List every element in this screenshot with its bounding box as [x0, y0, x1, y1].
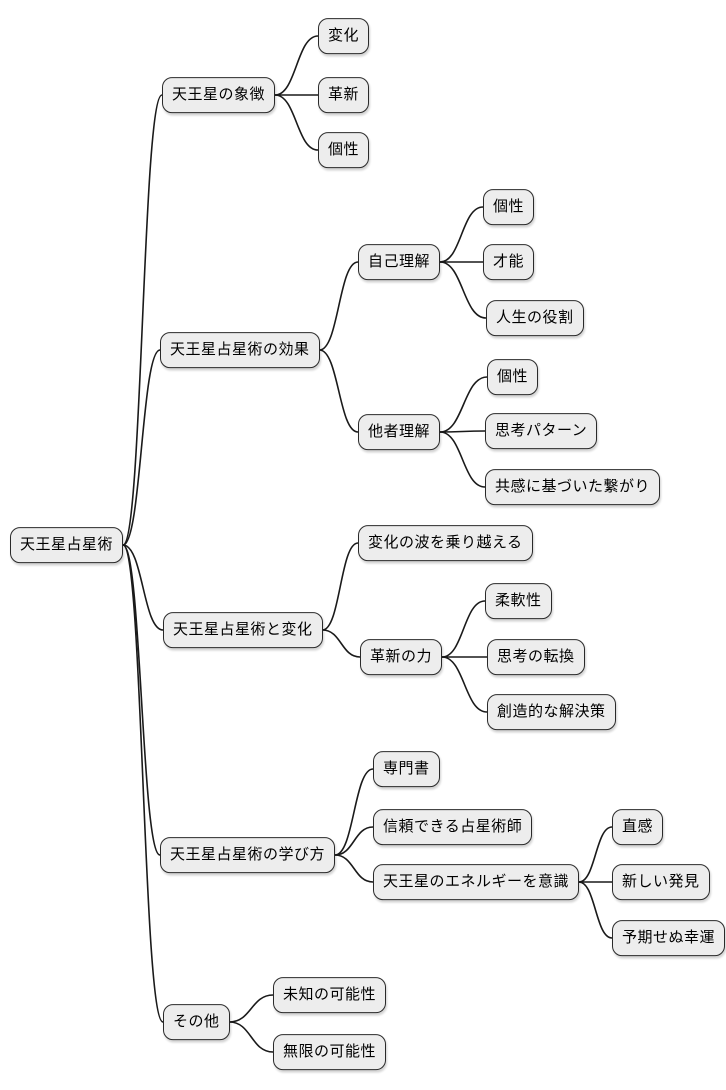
mindmap-node-other-understanding: 他者理解	[358, 414, 441, 450]
mindmap-node-symbol-individuality: 個性	[318, 132, 370, 168]
mindmap-node-intuition: 直感	[612, 809, 664, 845]
connector-uranus-symbols-to-symbol-change	[274, 35, 319, 96]
connector-root-to-uranus-and-change	[122, 544, 164, 631]
mindmap-node-how-to-learn: 天王星占星術の学び方	[160, 837, 336, 873]
mindmap-node-other-individuality: 個性	[487, 359, 539, 395]
mindmap-node-symbol-innovation: 革新	[318, 77, 370, 113]
mindmap-node-effects: 天王星占星術の効果	[160, 332, 320, 368]
connector-energy-awareness-to-intuition	[578, 826, 613, 883]
mindmap-node-uranus-symbols: 天王星の象徴	[162, 77, 276, 113]
connector-misc-to-unknown-potential	[229, 994, 274, 1023]
connector-uranus-symbols-to-symbol-individuality	[274, 94, 319, 151]
connector-energy-awareness-to-unexpected-luck	[578, 881, 613, 939]
mindmap-node-self-individuality: 個性	[483, 189, 535, 225]
connector-how-to-learn-to-energy-awareness	[334, 854, 374, 883]
mindmap-node-symbol-change: 変化	[318, 18, 370, 54]
connector-effects-to-self-understanding	[319, 261, 359, 351]
mindmap-node-root: 天王星占星術	[10, 527, 124, 563]
connector-other-understanding-to-other-thought-pattern	[440, 430, 486, 433]
mindmap-node-ride-change-waves: 変化の波を乗り越える	[358, 525, 533, 561]
connector-root-to-how-to-learn	[122, 544, 161, 856]
mindmap-node-trusted-astrologer: 信頼できる占星術師	[373, 809, 533, 845]
mindmap-node-energy-awareness: 天王星のエネルギーを意識	[373, 864, 580, 900]
connector-innovation-power-to-creative-solutions	[441, 656, 488, 713]
mindmap-node-new-discoveries: 新しい発見	[612, 864, 710, 900]
mindmap-node-flexibility: 柔軟性	[485, 583, 552, 619]
connector-uranus-and-change-to-innovation-power	[322, 629, 361, 658]
connector-other-understanding-to-other-empathy-bond	[439, 431, 486, 488]
mindmap-node-other-empathy-bond: 共感に基づいた繋がり	[485, 469, 661, 505]
mindmap-node-self-understanding: 自己理解	[358, 244, 441, 280]
connector-how-to-learn-to-trusted-astrologer	[334, 826, 374, 856]
mindmap-node-other-thought-pattern: 思考パターン	[485, 413, 598, 449]
connector-innovation-power-to-flexibility	[441, 600, 486, 658]
mindmap-node-specialist-books: 専門書	[373, 751, 440, 787]
connector-self-understanding-to-self-life-role	[439, 261, 487, 319]
mindmap-node-infinite-potential: 無限の可能性	[273, 1034, 387, 1070]
mindmap-node-creative-solutions: 創造的な解決策	[487, 694, 616, 730]
connector-misc-to-infinite-potential	[229, 1021, 274, 1053]
mindmap-node-self-life-role: 人生の役割	[486, 300, 584, 336]
connector-effects-to-other-understanding	[319, 349, 359, 433]
connector-root-to-effects	[122, 349, 161, 546]
mindmap-node-unknown-potential: 未知の可能性	[273, 977, 387, 1013]
connector-root-to-uranus-symbols	[122, 94, 163, 546]
mindmap-node-innovation-power: 革新の力	[360, 639, 443, 675]
mindmap-node-thought-shift: 思考の転換	[487, 639, 585, 675]
mindmap-node-self-talent: 才能	[483, 244, 535, 280]
connector-self-understanding-to-self-individuality	[439, 206, 484, 263]
connector-root-to-misc	[122, 544, 164, 1023]
connector-other-understanding-to-other-individuality	[439, 376, 488, 433]
mindmap-node-misc: その他	[163, 1004, 230, 1040]
connector-uranus-and-change-to-ride-change-waves	[322, 542, 359, 631]
connector-how-to-learn-to-specialist-books	[334, 768, 374, 856]
mindmap-node-uranus-and-change: 天王星占星術と変化	[163, 612, 323, 648]
mindmap-node-unexpected-luck: 予期せぬ幸運	[612, 920, 726, 956]
